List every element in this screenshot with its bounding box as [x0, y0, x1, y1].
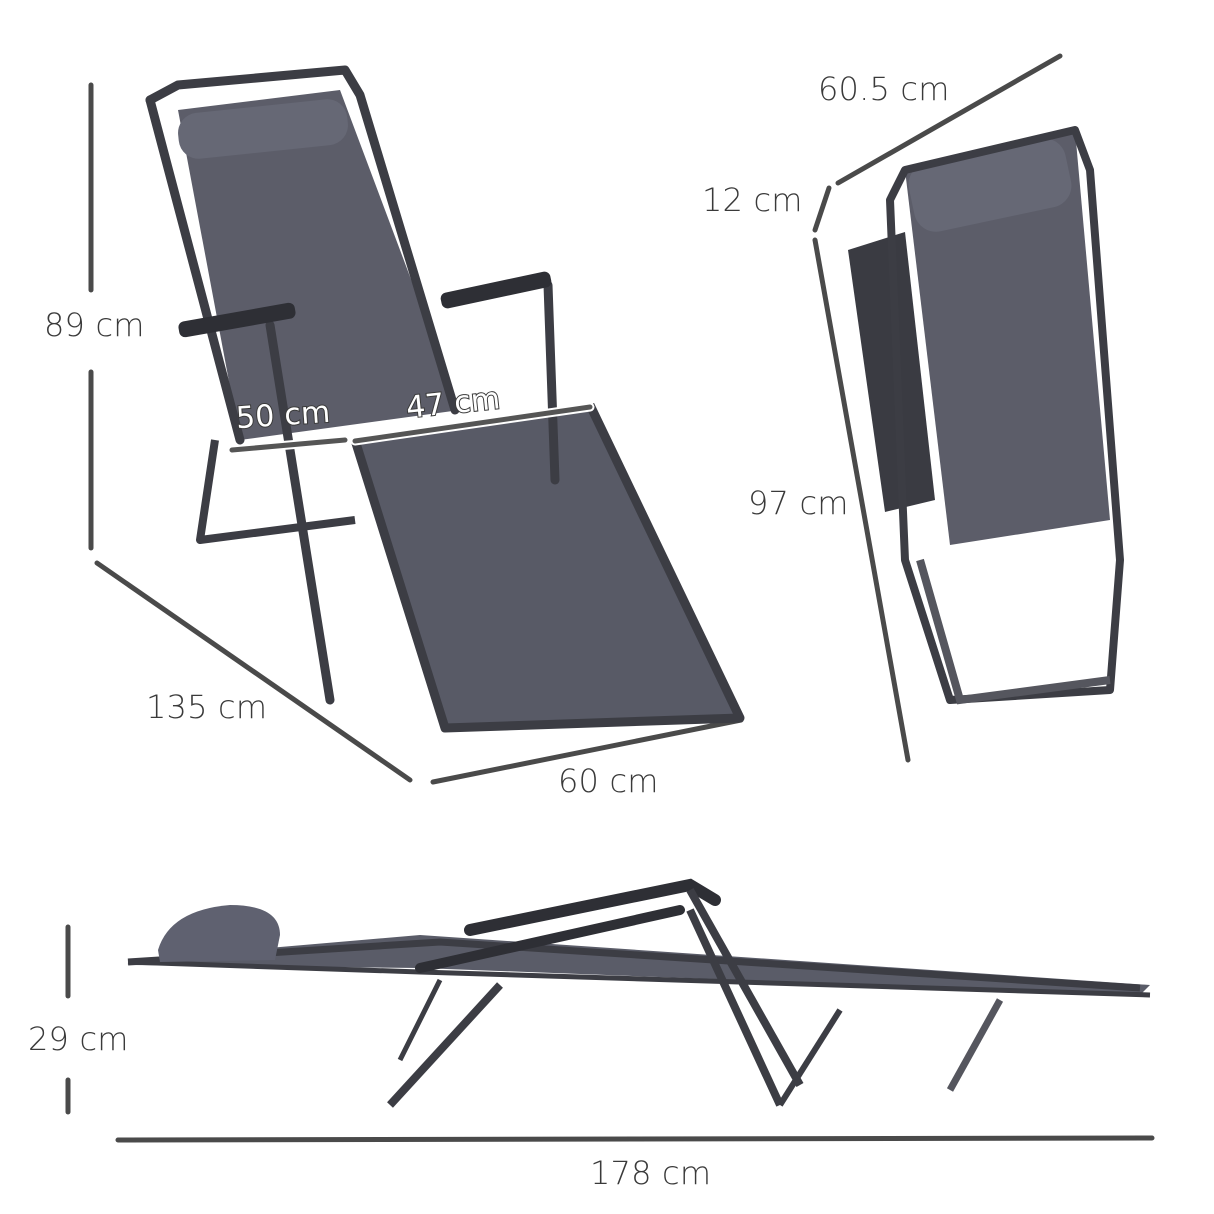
- flat-height-label: 29 cm: [28, 1020, 129, 1058]
- reclined-chair-illustration: [145, 65, 745, 733]
- seat-width-label: 50 cm: [234, 394, 333, 438]
- reclined-depth-label: 135 cm: [146, 688, 268, 726]
- dimension-lines: [65, 53, 1155, 1143]
- folded-width-label: 60.5 cm: [818, 70, 950, 108]
- reclined-height-label: 89 cm: [44, 306, 145, 344]
- flat-lounger-illustration: [127, 878, 1151, 1108]
- folded-length-label: 97 cm: [748, 484, 849, 522]
- reclined-width-label: 60 cm: [558, 762, 659, 800]
- folded-chair-illustration: [848, 126, 1124, 705]
- folded-thickness-label: 12 cm: [702, 181, 803, 219]
- flat-length-label: 178 cm: [590, 1154, 712, 1192]
